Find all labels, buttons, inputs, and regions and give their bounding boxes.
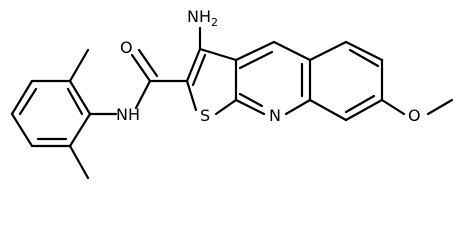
bond-double (238, 92, 264, 108)
atom-labels: N H 2 O NH S N O (116, 7, 421, 125)
bond-double (130, 53, 152, 83)
bond (308, 98, 348, 122)
quinoline-nitrogen-label: N (269, 106, 281, 125)
bond (284, 98, 312, 116)
bond (134, 79, 152, 110)
bond (234, 98, 266, 116)
bond (426, 98, 454, 116)
bond (10, 79, 34, 116)
bond (272, 40, 312, 62)
bond (234, 40, 276, 62)
bond (344, 40, 384, 62)
bond (68, 112, 92, 148)
bond-methyl-bottom (68, 144, 90, 180)
bond (308, 40, 348, 62)
bond (344, 98, 384, 122)
bond (380, 98, 406, 116)
bonds (10, 26, 454, 180)
bond-double (137, 48, 159, 78)
amine-subscript: 2 (211, 16, 218, 29)
methoxy-oxygen-label: O (408, 106, 421, 125)
bond-methyl-top (68, 48, 90, 83)
amine-n-label: N (187, 7, 199, 26)
bond-double (348, 48, 380, 68)
bond-double (238, 50, 274, 70)
bond-double (18, 87, 38, 116)
bond (68, 79, 92, 116)
bond (10, 112, 34, 148)
structure-diagram: N H 2 O NH S N O (10, 7, 454, 180)
bond (198, 47, 238, 62)
bond-double (344, 94, 376, 114)
amine-h-label: H (199, 7, 211, 26)
bond-double (191, 53, 207, 87)
bond (214, 98, 238, 116)
thiophene-sulfur-label: S (200, 106, 210, 125)
bond (185, 79, 198, 112)
bond-double (66, 87, 84, 116)
molecule-canvas: N H 2 O NH S N O (10, 7, 454, 180)
carbonyl-oxygen-label: O (120, 38, 133, 57)
bond (185, 47, 202, 83)
amide-nh-label: NH (116, 105, 140, 124)
